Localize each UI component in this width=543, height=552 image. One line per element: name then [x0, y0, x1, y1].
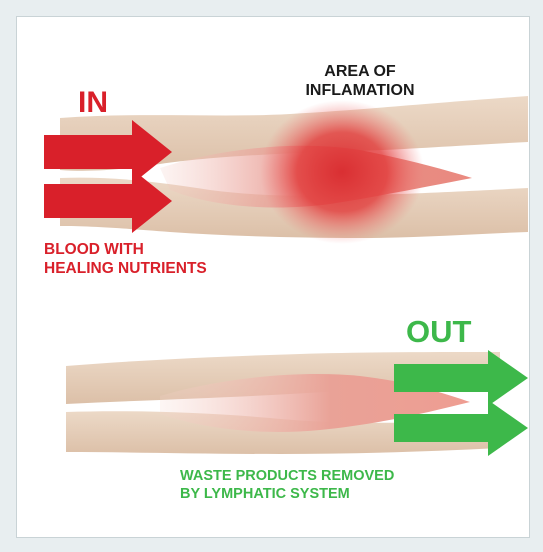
bottom-caption-line1: WASTE PRODUCTS REMOVED [180, 468, 394, 484]
in-label: IN [78, 86, 108, 119]
inflammation-area [260, 100, 424, 244]
bottom-caption-line2: BY LYMPHATIC SYSTEM [180, 486, 350, 502]
top-caption-line1: BLOOD WITH [44, 241, 144, 258]
area-label-line1: AREA OF [324, 63, 396, 80]
area-label-line2: INFLAMATION [305, 82, 414, 99]
top-arrows [44, 120, 172, 233]
top-tissue-group [60, 96, 528, 244]
top-caption-line2: HEALING NUTRIENTS [44, 260, 207, 277]
out-label: OUT [406, 314, 472, 349]
